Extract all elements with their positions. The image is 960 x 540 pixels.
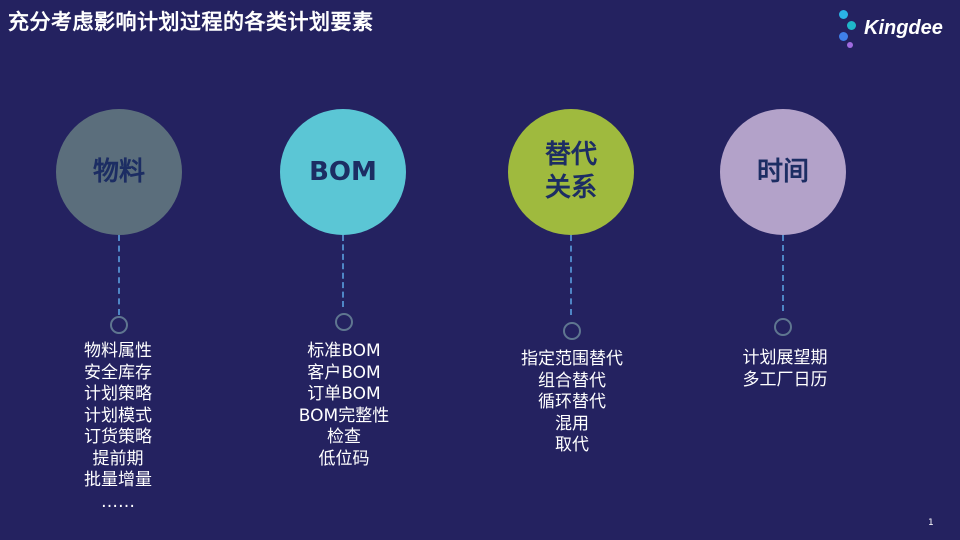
list-item: 标准BOM: [307, 341, 381, 361]
connector-ring-icon: [335, 313, 353, 331]
list-item: 订货策略: [84, 427, 152, 447]
connector-line: [570, 235, 572, 315]
element-title: 物料: [92, 156, 145, 187]
logo-wordmark: Kingdee: [864, 17, 943, 39]
list-item: 计划策略: [84, 384, 152, 404]
list-item: 指定范围替代: [521, 349, 623, 369]
element-items-material: 物料属性 安全库存 计划策略 计划模式 订货策略 提前期 批量增量 ……: [18, 341, 218, 513]
list-item: 安全库存: [84, 362, 152, 383]
list-item: 批量增量: [84, 470, 152, 490]
list-item: 订单BOM: [307, 384, 381, 404]
element-items-bom: 标准BOM 客户BOM 订单BOM BOM完整性 检查 低位码: [244, 341, 444, 470]
logo-dot-icon: [839, 10, 848, 19]
list-item: 混用: [555, 413, 589, 434]
list-item: 计划模式: [84, 405, 152, 426]
list-item: 多工厂日历: [742, 369, 828, 390]
element-title: 时间: [756, 156, 809, 187]
list-item: BOM完整性: [298, 405, 390, 426]
element-circle-material: 物料: [56, 109, 182, 235]
element-title: BOM: [309, 156, 377, 187]
list-item: 客户BOM: [307, 362, 381, 383]
element-circle-time: 时间: [720, 109, 846, 235]
list-item: 低位码: [318, 448, 370, 469]
list-item: 提前期: [92, 448, 144, 469]
slide-title: 充分考虑影响计划过程的各类计划要素: [8, 10, 374, 34]
list-item: 取代: [555, 435, 589, 455]
list-item: 检查: [327, 427, 361, 447]
element-items-time: 计划展望期 多工厂日历: [685, 348, 885, 391]
element-items-substitute: 指定范围替代 组合替代 循环替代 混用 取代: [472, 349, 672, 457]
list-item: 计划展望期: [742, 348, 828, 368]
element-circle-bom: BOM: [280, 109, 406, 235]
logo-dot-icon: [847, 42, 853, 48]
connector-line: [342, 235, 344, 307]
element-title-line: 替代: [544, 140, 597, 170]
logo-dot-icon: [839, 32, 848, 41]
logo-dot-icon: [847, 21, 856, 30]
connector-ring-icon: [110, 316, 128, 334]
list-item: ……: [101, 491, 135, 512]
connector-ring-icon: [774, 318, 792, 336]
connector-line: [118, 235, 120, 315]
connector-ring-icon: [563, 322, 581, 340]
list-item: 物料属性: [84, 341, 152, 361]
list-item: 组合替代: [538, 370, 606, 391]
element-circle-substitute: 替代 关系: [508, 109, 634, 235]
connector-line: [782, 235, 784, 311]
page-number: 1: [928, 518, 934, 528]
element-title-line: 关系: [544, 173, 597, 203]
list-item: 循环替代: [538, 392, 606, 412]
kingdee-logo: Kingdee: [836, 8, 954, 50]
